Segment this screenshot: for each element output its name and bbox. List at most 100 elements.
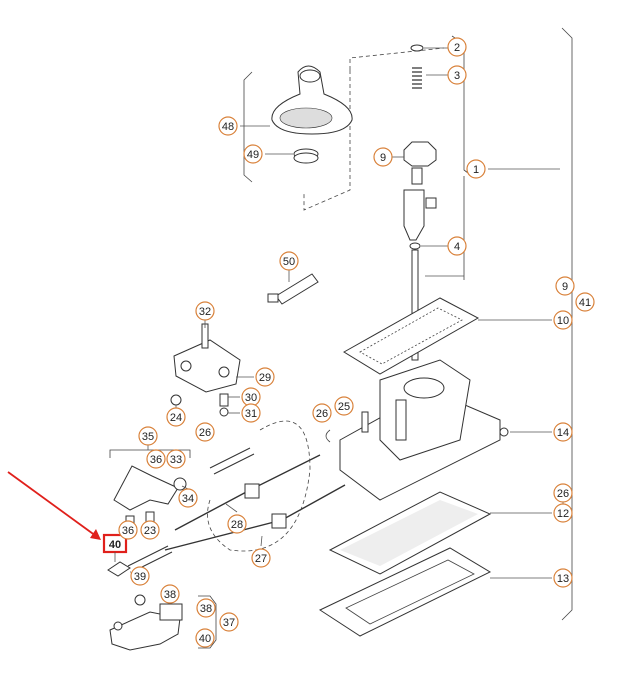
- callout-circle: [166, 449, 186, 469]
- callout-circle: [553, 568, 573, 588]
- callout-label: 48: [222, 121, 234, 133]
- highlight-label: 40: [109, 539, 121, 551]
- callout-c38b: 38: [196, 598, 216, 618]
- callout-circle: [555, 276, 575, 296]
- callout-c34: 34: [178, 488, 198, 508]
- callout-c24: 24: [166, 407, 186, 427]
- bracket-37: [198, 595, 217, 649]
- cover-frame-13: [318, 547, 492, 637]
- bracket-35: [109, 449, 191, 458]
- callout-c2: 2: [447, 37, 467, 57]
- callout-circle: [118, 520, 138, 540]
- callout-c48: 48: [218, 116, 238, 136]
- callout-circle: [219, 612, 239, 632]
- callout-label: 25: [338, 401, 350, 413]
- callout-c36b: 36: [118, 520, 138, 540]
- callout-c28: 28: [227, 514, 247, 534]
- leader-27: [260, 535, 263, 547]
- callout-c4: 4: [447, 236, 467, 256]
- callout-label: 31: [245, 408, 257, 420]
- callout-circle: [251, 548, 271, 568]
- callout-c23: 23: [140, 520, 160, 540]
- callout-c26c: 26: [553, 483, 573, 503]
- washer-31: [219, 407, 229, 417]
- callout-c37: 37: [219, 612, 239, 632]
- callout-label: 34: [182, 493, 194, 505]
- callout-circle: [243, 144, 263, 164]
- callout-label: 4: [454, 241, 460, 253]
- callout-label: 14: [557, 427, 569, 439]
- cable-sleeve-28: [244, 483, 260, 499]
- callout-c40b: 40: [195, 628, 215, 648]
- callout-circle: [178, 488, 198, 508]
- callout-c13: 13: [553, 568, 573, 588]
- cable-sleeve-27: [271, 513, 287, 529]
- callout-c3: 3: [447, 65, 467, 85]
- pointer-arrow: [7, 471, 97, 537]
- callout-c25: 25: [334, 396, 354, 416]
- callout-label: 24: [170, 412, 182, 424]
- washer-2: [410, 44, 424, 52]
- callout-label: 40: [199, 633, 211, 645]
- callout-label: 35: [142, 431, 154, 443]
- callout-label: 29: [259, 372, 271, 384]
- callout-circle: [312, 403, 332, 423]
- callout-label: 38: [164, 589, 176, 601]
- callout-label: 28: [231, 519, 243, 531]
- callout-c26b: 26: [195, 422, 215, 442]
- lever-shaft: [411, 249, 419, 361]
- spring-3: [412, 67, 422, 89]
- callout-circle: [447, 37, 467, 57]
- callout-label: 26: [316, 408, 328, 420]
- nut-14: [499, 427, 509, 437]
- callout-label: 10: [557, 315, 569, 327]
- callout-c35: 35: [138, 426, 158, 446]
- callout-label: 9: [380, 152, 386, 164]
- callout-circle: [279, 251, 299, 271]
- guide-dashed-knob: [303, 47, 445, 211]
- clip-26a: [325, 429, 331, 443]
- callout-label: 27: [255, 553, 267, 565]
- callout-c33: 33: [166, 449, 186, 469]
- callout-circle: [166, 407, 186, 427]
- callout-circle: [553, 503, 573, 523]
- callout-c49: 49: [243, 144, 263, 164]
- callout-circle: [466, 159, 486, 179]
- bolt-25: [361, 411, 369, 433]
- cable-loop-dashed: [207, 420, 311, 552]
- callout-label: 49: [247, 149, 259, 161]
- callout-label: 3: [454, 70, 460, 82]
- callout-label: 9: [562, 281, 568, 293]
- callout-label: 32: [199, 306, 211, 318]
- callout-circle: [196, 598, 216, 618]
- callout-c29: 29: [255, 367, 275, 387]
- bush-4: [409, 242, 421, 250]
- callout-c36a: 36: [146, 449, 166, 469]
- callout-circle: [195, 628, 215, 648]
- callout-c30: 30: [241, 387, 261, 407]
- callout-c41: 41: [575, 292, 595, 312]
- callout-label: 30: [245, 392, 257, 404]
- lever-assembly: [113, 465, 187, 525]
- nut-24: [170, 394, 182, 406]
- grease-tube: [267, 273, 319, 305]
- leader-28: [225, 503, 238, 513]
- callout-circle: [138, 426, 158, 446]
- callout-label: 23: [144, 525, 156, 537]
- clamp-ring: [293, 148, 319, 164]
- callout-circle: [553, 310, 573, 330]
- callout-circle: [146, 449, 166, 469]
- callout-label: 37: [223, 617, 235, 629]
- spring-30: [219, 393, 229, 407]
- callout-label: 41: [579, 297, 591, 309]
- callout-circle: [553, 422, 573, 442]
- pointer-arrow-head: [90, 529, 101, 540]
- callout-circle: [255, 367, 275, 387]
- callout-circle: [140, 520, 160, 540]
- callout-c38a: 38: [160, 584, 180, 604]
- gear-knob: [271, 65, 353, 135]
- callout-circle: [218, 116, 238, 136]
